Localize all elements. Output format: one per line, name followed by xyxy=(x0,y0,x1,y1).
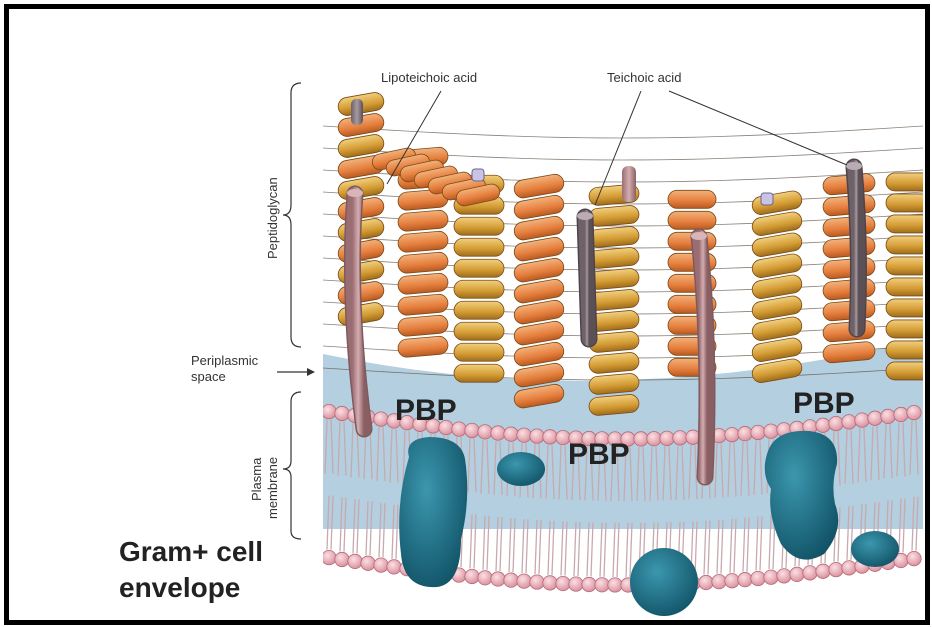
membrane-protein-right xyxy=(765,431,838,560)
teichoic-leader-2 xyxy=(669,91,847,165)
teichoic-acid-stub-4 xyxy=(761,193,773,205)
caption-line2: envelope xyxy=(119,572,240,603)
periplasmic-arrowhead xyxy=(307,368,315,376)
membrane-protein-left xyxy=(399,437,467,587)
lipoteichoic-acid-label: Lipoteichoic acid xyxy=(381,70,477,85)
pbp-label-left: PBP xyxy=(395,394,457,427)
caption-line1: Gram+ cell xyxy=(119,536,263,567)
periplasmic-label-line2: space xyxy=(191,369,226,384)
periplasmic-label-line1: Periplasmic xyxy=(191,353,259,368)
teichoic-acid-label: Teichoic acid xyxy=(607,70,681,85)
teichoic-acid-stub-1 xyxy=(622,166,636,202)
gram-positive-envelope-diagram: Lipoteichoic acid Teichoic acid Peptidog… xyxy=(9,9,923,618)
teichoic-acid-stub-2 xyxy=(351,99,363,125)
teichoic-acid-stub-3 xyxy=(472,169,484,181)
membrane-protein-edge xyxy=(851,531,899,567)
membrane-protein-bottom xyxy=(630,548,698,616)
plasma-membrane-bracket xyxy=(283,392,301,539)
peptidoglycan-bracket xyxy=(283,83,301,347)
teichoic-acid-rod-1 xyxy=(577,212,593,339)
plasma-membrane-label-line1: Plasma xyxy=(249,457,264,501)
membrane-protein-small xyxy=(497,452,545,486)
plasma-membrane-label-line2: membrane xyxy=(265,457,280,519)
pbp-label-center: PBP xyxy=(568,438,630,471)
peptidoglycan-label: Peptidoglycan xyxy=(265,177,280,259)
pbp-label-right: PBP xyxy=(793,387,855,420)
